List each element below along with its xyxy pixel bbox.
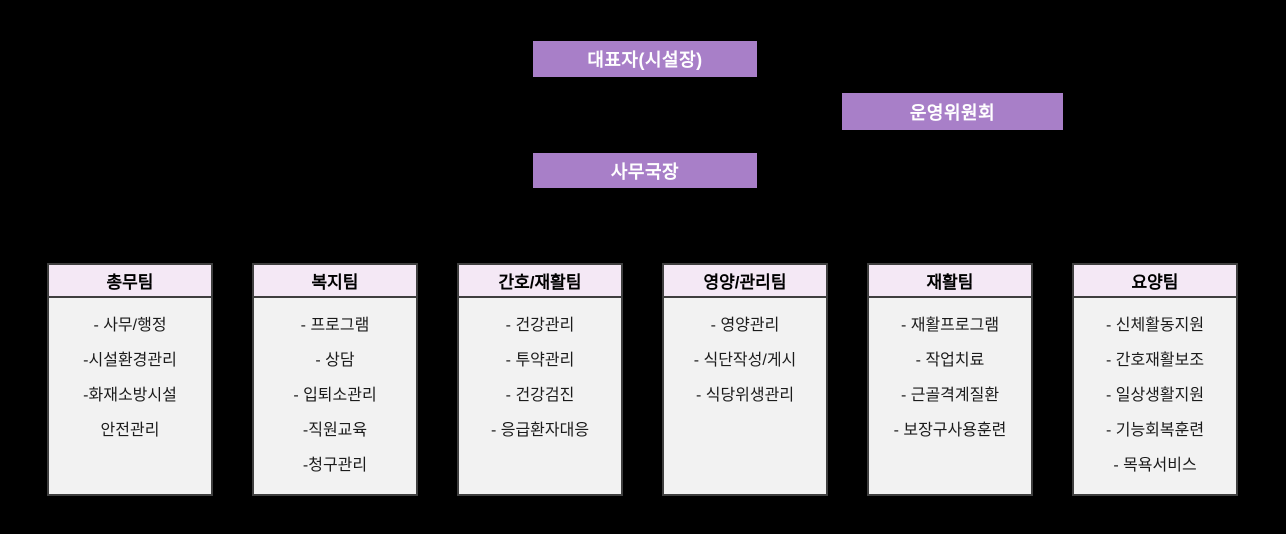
team-item-list: - 영양관리 - 식단작성/게시 - 식당위생관리 <box>664 298 826 413</box>
team-item: - 작업치료 <box>915 352 985 369</box>
team-item: - 식당위생관리 <box>695 387 795 404</box>
team-item: - 목욕서비스 <box>1113 457 1197 474</box>
team-item: - 간호재활보조 <box>1105 352 1205 369</box>
team-box: 요양팀 - 신체활동지원 - 간호재활보조 - 일상생활지원 - 기능회복훈련 - 목욕… <box>1072 263 1238 496</box>
team-header: 간호/재활팀 <box>459 265 621 298</box>
team-box: 영양/관리팀 - 영양관리 - 식단작성/게시 - 식당위생관리 <box>662 263 828 496</box>
team-item: - 건강관리 <box>505 317 575 334</box>
team-item: -청구관리 <box>302 457 368 474</box>
team-item: - 사무/행정 <box>93 317 167 334</box>
team-item: -시설환경관리 <box>83 352 177 369</box>
team-item: -화재소방시설 <box>83 387 177 404</box>
team-header: 재활팀 <box>869 265 1031 298</box>
team-title: 요양팀 <box>1131 273 1179 292</box>
node-secretary-general-label: 사무국장 <box>610 161 680 182</box>
team-title: 간호/재활팀 <box>498 273 582 292</box>
team-item: - 신체활동지원 <box>1105 317 1205 334</box>
node-operating-committee-label: 운영위원회 <box>909 102 996 123</box>
team-title: 총무팀 <box>106 273 154 292</box>
team-item-list: - 신체활동지원 - 간호재활보조 - 일상생활지원 - 기능회복훈련 - 목욕서비스 <box>1074 298 1236 483</box>
node-secretary-general: 사무국장 <box>533 153 757 188</box>
team-header: 요양팀 <box>1074 265 1236 298</box>
node-operating-committee: 운영위원회 <box>842 93 1063 130</box>
team-item: - 재활프로그램 <box>900 317 1000 334</box>
team-box: 복지팀 - 프로그램 - 상담 - 입퇴소관리 -직원교육 -청구관리 <box>252 263 418 496</box>
team-title: 복지팀 <box>311 273 359 292</box>
team-item: - 응급환자대응 <box>490 422 590 439</box>
node-director-label: 대표자(시설장) <box>587 50 703 70</box>
team-item: - 투약관리 <box>505 352 575 369</box>
team-header: 복지팀 <box>254 265 416 298</box>
team-header: 영양/관리팀 <box>664 265 826 298</box>
team-item: -직원교육 <box>302 422 368 439</box>
team-item: - 식단작성/게시 <box>693 352 797 369</box>
team-item: - 건강검진 <box>505 387 575 404</box>
team-item: - 일상생활지원 <box>1105 387 1205 404</box>
team-item-list: - 프로그램 - 상담 - 입퇴소관리 -직원교육 -청구관리 <box>254 298 416 483</box>
team-box: 간호/재활팀 - 건강관리 - 투약관리 - 건강검진 - 응급환자대응 <box>457 263 623 496</box>
team-box: 재활팀 - 재활프로그램 - 작업치료 - 근골격계질환 - 보장구사용훈련 <box>867 263 1033 496</box>
team-item-list: - 건강관리 - 투약관리 - 건강검진 - 응급환자대응 <box>459 298 621 448</box>
team-item-list: - 재활프로그램 - 작업치료 - 근골격계질환 - 보장구사용훈련 <box>869 298 1031 448</box>
team-title: 재활팀 <box>926 273 974 292</box>
team-item: - 기능회복훈련 <box>1105 422 1205 439</box>
node-director: 대표자(시설장) <box>533 41 757 77</box>
team-item: - 영양관리 <box>710 317 780 334</box>
team-item: - 입퇴소관리 <box>293 387 377 404</box>
team-item: - 상담 <box>315 352 355 369</box>
team-title: 영양/관리팀 <box>703 273 787 292</box>
team-item: 안전관리 <box>100 422 160 439</box>
team-item: - 보장구사용훈련 <box>893 422 1007 439</box>
team-header: 총무팀 <box>49 265 211 298</box>
team-item: - 근골격계질환 <box>900 387 1000 404</box>
team-item: - 프로그램 <box>300 317 370 334</box>
